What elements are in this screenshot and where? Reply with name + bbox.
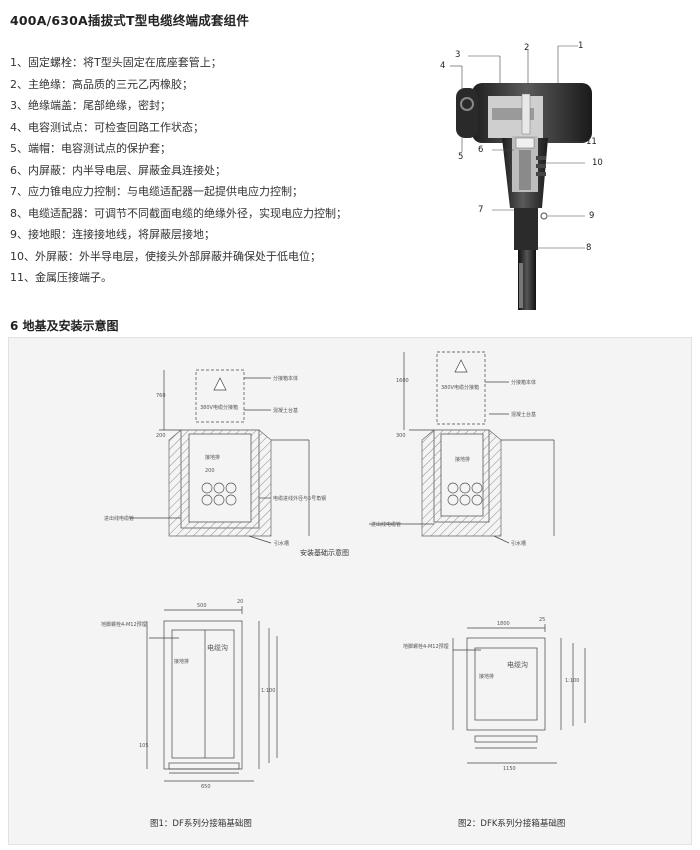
figure1-caption: 图1：DF系列分接箱基础图 — [150, 819, 252, 829]
list-item: 3、绝缘端盖：尾部绝缘，密封； — [10, 99, 171, 112]
list-item: 6、内屏蔽：内半导电层、屏蔽金具连接处； — [10, 163, 226, 177]
plan1-dim-side-2: 105 — [139, 743, 149, 749]
list-item: 2、主绝缘：高品质的三元乙丙橡胶； — [10, 77, 193, 91]
callout-11: 11 — [586, 137, 597, 147]
sign-right: 380V电缆分接箱 — [441, 385, 479, 391]
callout-8: 8 — [586, 243, 592, 253]
label-left-1: 分接箱本体 — [273, 376, 299, 382]
plan2-dim-top-2: 25 — [539, 617, 546, 623]
plan1-label-1: 地脚螺栓4-M12预埋 — [101, 622, 147, 628]
label-right-4: 进出线电缆管 — [371, 522, 402, 528]
label-right-3: 接地排 — [455, 457, 471, 463]
callout-4: 4 — [440, 61, 446, 71]
plan2-base-outline — [466, 637, 546, 731]
list-item: 4、电容测试点：可检查回路工作状态； — [10, 120, 204, 134]
list-item: 5、端帽：电容测试点的保护套； — [10, 142, 171, 155]
callout-6: 6 — [478, 145, 484, 155]
plan2-dim-top: 1800 — [497, 621, 510, 627]
plan2-dim-side: 1:100 — [565, 678, 580, 684]
label-left-3: 接地排 — [205, 455, 221, 461]
label-right-5: 引水槽 — [511, 541, 527, 547]
technical-drawing-area: 380V电缆分接箱 760 200 200 分接箱本体 混凝土台基 接地排 电缆… — [8, 337, 692, 845]
plan1-dim-top-2: 20 — [237, 599, 244, 605]
t-connector-illustration — [450, 45, 592, 310]
plan1-dim-top: 500 — [197, 603, 207, 609]
list-item: 1、固定螺栓：将T型头固定在底座套管上； — [10, 56, 222, 69]
dim-right-2: 300 — [396, 433, 406, 439]
plan1-dim-bottom: 650 — [201, 784, 211, 790]
label-left-4: 电缆进线外径与5号角钢 — [273, 496, 327, 502]
plan2-label-2: 接地排 — [479, 674, 495, 680]
dim-left-2: 200 — [156, 433, 166, 439]
list-item: 8、电缆适配器：可调节不同截面电缆的绝缘外径，实现电应力控制； — [10, 206, 347, 220]
list-item: 11、金属压接端子。 — [10, 271, 112, 284]
callout-7: 7 — [478, 205, 484, 215]
callout-10: 10 — [592, 158, 603, 168]
label-right-1: 分接箱本体 — [511, 380, 537, 386]
plan2-dim-bottom: 1150 — [503, 766, 516, 772]
callout-2: 2 — [524, 43, 530, 53]
label-left-6: 引水槽 — [274, 541, 290, 547]
callout-1: 1 — [578, 41, 584, 51]
list-item: 10、外屏蔽：外半导电层，使接头外部屏蔽并确保处于低电位； — [10, 249, 321, 263]
dim-right-1: 1600 — [396, 378, 409, 384]
plan1-dim-side: 1:100 — [261, 688, 276, 694]
install-caption: 安装基础示意图 — [300, 549, 349, 557]
callout-9: 9 — [589, 211, 595, 221]
dim-left-1: 760 — [156, 393, 166, 399]
list-item: 9、接地眼：连接接地线，将屏蔽层接地； — [10, 228, 215, 241]
end-cap-shape — [456, 88, 478, 138]
figure2-caption: 图2：DFK系列分接箱基础图 — [458, 819, 566, 829]
label-left-5: 进出线电缆管 — [104, 516, 135, 522]
section-title: 6 地基及安装示意图 — [10, 319, 119, 333]
callout-3: 3 — [455, 50, 461, 60]
dim-left-3: 200 — [205, 468, 215, 474]
label-right-2: 混凝土台基 — [511, 412, 537, 418]
component-list: 1、固定螺栓：将T型头固定在底座套管上； 2、主绝缘：高品质的三元乙丙橡胶； 3… — [10, 52, 420, 289]
page-title: 400A/630A插拔式T型电缆终端成套组件 — [10, 13, 250, 28]
callout-5: 5 — [458, 152, 464, 162]
plan1-label-3: 电缆沟 — [207, 644, 228, 652]
installation-drawings — [129, 351, 586, 782]
plan1-base-outline — [163, 620, 243, 770]
plan2-label-1: 地脚螺栓4-M12预埋 — [403, 644, 449, 650]
list-item: 7、应力锥电应力控制：与电缆适配器一起提供电应力控制； — [10, 185, 303, 198]
sign-left: 380V电缆分接箱 — [200, 405, 238, 411]
plan2-label-3: 电缆沟 — [507, 661, 528, 669]
label-left-2: 混凝土台基 — [273, 408, 299, 414]
plan1-label-2: 接地排 — [174, 659, 190, 665]
